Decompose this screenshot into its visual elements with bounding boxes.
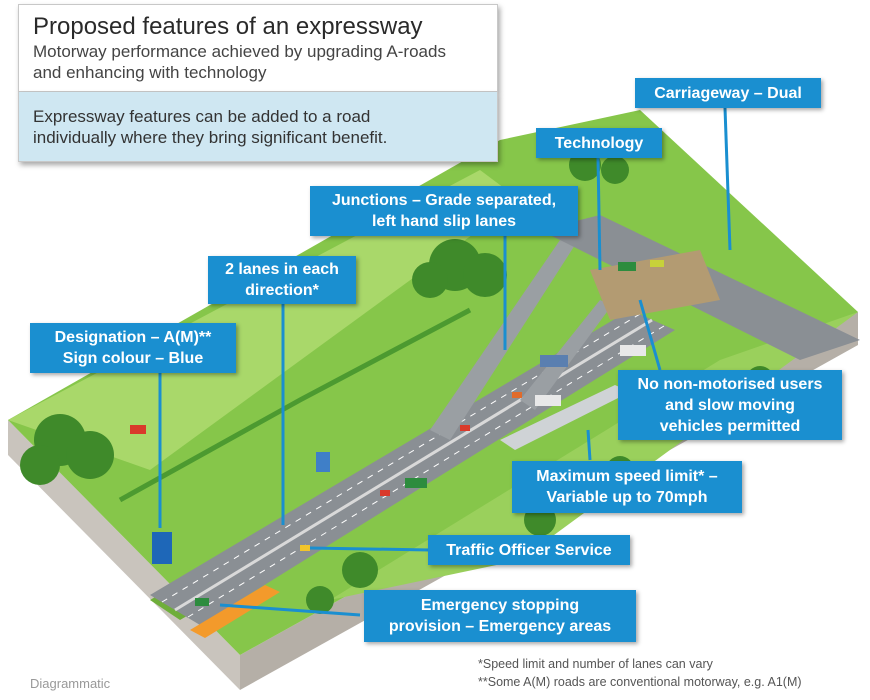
callout-lanes-line-1: 2 lanes in each xyxy=(225,261,339,278)
callout-non-motorised-line-1: No non-motorised users xyxy=(637,375,823,393)
subtitle-line-1: Motorway performance achieved by upgradi… xyxy=(33,42,446,61)
hedgerow xyxy=(118,307,472,503)
callout-carriageway-text: Carriageway – Dual xyxy=(654,84,802,102)
callout-emergency-line-1: Emergency stopping xyxy=(420,597,580,614)
callout-emergency: Emergency stopping provision – Emergency… xyxy=(364,590,636,642)
slip-road xyxy=(430,240,575,440)
callout-designation-line-1: Designation – A(M)** xyxy=(54,329,212,346)
footnote-1: *Speed limit and number of lanes can var… xyxy=(478,657,713,671)
callout-designation-line-2: Sign colour – Blue xyxy=(62,350,204,367)
callout-speed-limit: Maximum speed limit* – Variable up to 70… xyxy=(512,461,742,513)
callout-carriageway: Carriageway – Dual xyxy=(635,78,821,108)
callout-lanes-line-2: direction* xyxy=(245,282,319,299)
subtitle-line-2: and enhancing with technology xyxy=(33,63,267,82)
vehicles xyxy=(130,260,664,606)
diagrammatic-label: Diagrammatic xyxy=(30,676,111,691)
callout-non-motorised: No non-motorised users and slow moving v… xyxy=(618,370,842,440)
callout-junctions-line-2: left hand slip lanes xyxy=(371,213,517,230)
blue-sign xyxy=(152,532,172,564)
callout-junctions: Junctions – Grade separated, left hand s… xyxy=(310,186,578,236)
note-box: Expressway features can be added to a ro… xyxy=(18,92,498,162)
hatched-area xyxy=(500,385,630,450)
callout-speed-limit-line-1: Maximum speed limit* – xyxy=(536,468,718,485)
note-line-1: Expressway features can be added to a ro… xyxy=(33,107,371,126)
page-title: Proposed features of an expressway xyxy=(33,13,423,40)
field-left xyxy=(8,170,520,470)
title-box: Proposed features of an expressway Motor… xyxy=(18,4,498,92)
callout-technology: Technology xyxy=(536,128,662,158)
callout-junctions-line-1: Junctions – Grade separated, xyxy=(331,192,557,209)
footnote-2: **Some A(M) roads are conventional motor… xyxy=(478,675,802,689)
gantry-sign xyxy=(316,452,330,472)
lane-line-1 xyxy=(161,313,641,603)
callout-emergency-line-2: provision – Emergency areas xyxy=(388,618,612,635)
callout-traffic-officer-text: Traffic Officer Service xyxy=(446,541,612,559)
callout-speed-limit-line-2: Variable up to 70mph xyxy=(546,489,708,506)
callout-designation: Designation – A(M)** Sign colour – Blue xyxy=(30,323,236,373)
callout-non-motorised-line-2: and slow moving xyxy=(665,396,795,414)
callout-lanes: 2 lanes in each direction* xyxy=(208,256,356,304)
callout-non-motorised-line-3: vehicles permitted xyxy=(659,417,801,435)
lane-line-2 xyxy=(187,325,665,618)
emergency-area xyxy=(190,585,280,638)
central-reservation xyxy=(174,318,653,612)
callout-traffic-officer: Traffic Officer Service xyxy=(428,535,630,565)
callout-technology-text: Technology xyxy=(554,134,644,152)
note-line-2: individually where they bring significan… xyxy=(33,128,388,147)
ground-side-left xyxy=(8,420,240,690)
